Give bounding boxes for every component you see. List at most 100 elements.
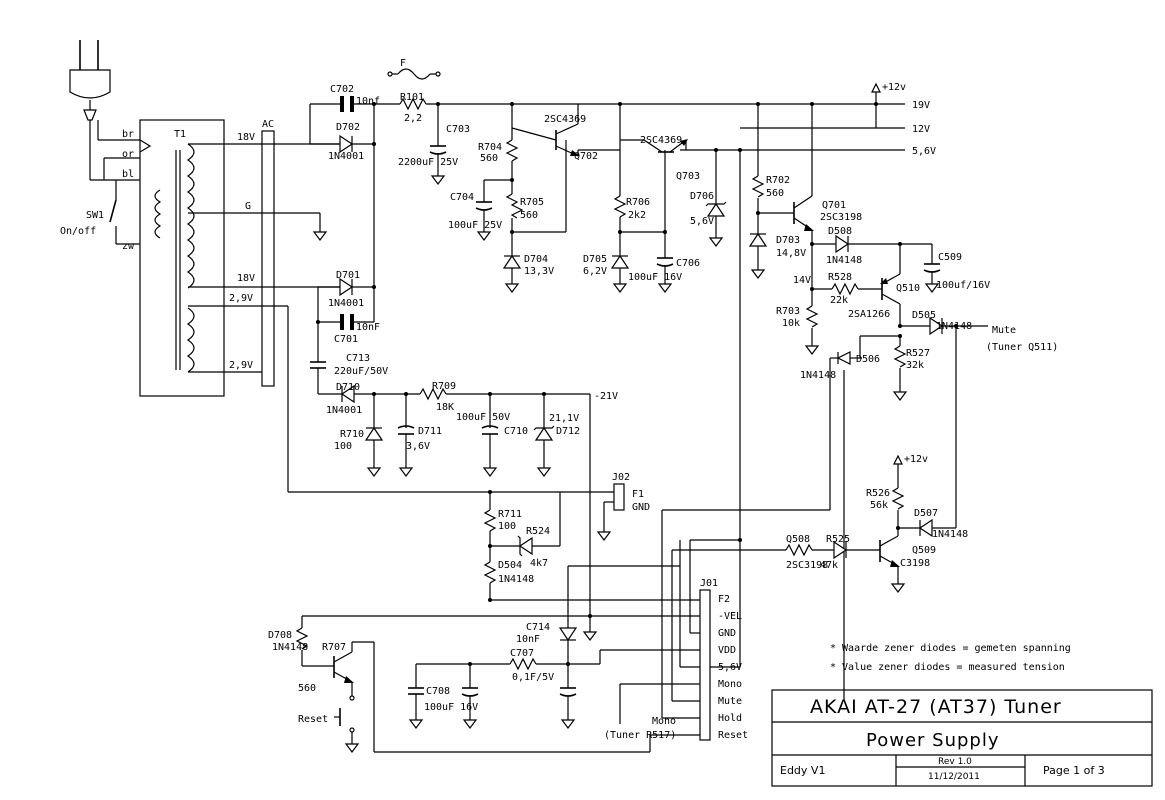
r706-resistor bbox=[613, 195, 627, 218]
r707-resistor bbox=[509, 657, 537, 671]
wire-bl: bl bbox=[122, 169, 134, 180]
c702-ref: C702 bbox=[330, 84, 354, 95]
mono-note: (Tuner R517) bbox=[604, 730, 676, 741]
d709-ref: R710 bbox=[340, 429, 364, 440]
r527-ref: R527 bbox=[906, 348, 930, 359]
c703-ref: C703 bbox=[446, 124, 470, 135]
d703-symbol bbox=[748, 232, 768, 247]
transformer-t1 bbox=[139, 119, 225, 397]
r525-value: 1N4148 bbox=[272, 642, 308, 653]
d704-value: 13,3V bbox=[524, 266, 554, 277]
j02-connector bbox=[613, 483, 625, 511]
d711-ref: R524 bbox=[526, 526, 550, 537]
d711-symbol bbox=[518, 536, 533, 556]
ac-bus bbox=[261, 130, 275, 387]
d506-ref: D506 bbox=[856, 354, 880, 365]
q701-value: 2SC3198 bbox=[820, 212, 862, 223]
note-english: * Value zener diodes = measured tension bbox=[830, 662, 1065, 673]
q702-value: 2SC4369 bbox=[544, 114, 586, 125]
c713-value: 220uF/50V bbox=[334, 366, 388, 377]
power-switch bbox=[109, 199, 117, 244]
fuse bbox=[387, 68, 441, 80]
q508-ref: Q509 bbox=[912, 545, 936, 556]
r709-value: 18K bbox=[436, 402, 454, 413]
r702-ref: R702 bbox=[766, 175, 790, 186]
c710-value: 100uF 50V bbox=[456, 412, 510, 423]
j02-ref: J02 bbox=[612, 472, 630, 483]
c713-ref: C713 bbox=[346, 353, 370, 364]
c704-ref: C704 bbox=[450, 192, 474, 203]
d705-value: 6,2V bbox=[583, 266, 607, 277]
page-number-text: Page 1 of 3 bbox=[1043, 764, 1105, 777]
q703-transistor bbox=[620, 139, 688, 153]
d508-value: 1N4148 bbox=[826, 255, 862, 266]
switch-label: On/off bbox=[60, 226, 96, 237]
tap-18v-bottom: 18V bbox=[237, 273, 255, 284]
author-text: Eddy V1 bbox=[780, 764, 825, 777]
rail-plus12-label: +12v bbox=[882, 82, 906, 93]
j01-pin-f2: F2 bbox=[718, 594, 730, 605]
mains-plug bbox=[69, 40, 111, 180]
d709-symbol bbox=[364, 426, 384, 441]
d709-value: 100 bbox=[334, 441, 352, 452]
r706-ref: R706 bbox=[626, 197, 650, 208]
r710-resistor bbox=[483, 509, 497, 532]
d712-symbol bbox=[534, 426, 554, 441]
r709-ref: R709 bbox=[432, 381, 456, 392]
fuse-ref: F bbox=[400, 58, 406, 69]
transformer-ref: T1 bbox=[174, 129, 186, 140]
d504-symbol bbox=[918, 518, 933, 538]
d706-symbol bbox=[706, 202, 726, 217]
j01-ref: J01 bbox=[700, 578, 718, 589]
r527-resistor bbox=[893, 345, 907, 368]
r101-ref: R101 bbox=[400, 92, 424, 103]
r706-value: 2k2 bbox=[628, 210, 646, 221]
q701-transistor bbox=[793, 104, 814, 300]
title-block: AKAI AT-27 (AT37) Tuner Power Supply Edd… bbox=[771, 689, 1153, 787]
r709-resistor bbox=[419, 387, 447, 401]
rail-19v-label: 19V bbox=[912, 100, 930, 111]
r711-resistor bbox=[483, 561, 497, 584]
mono-label: Mono bbox=[652, 716, 676, 727]
wire-zw: zw bbox=[122, 241, 135, 252]
d507-symbol bbox=[833, 540, 848, 560]
r101-resistor bbox=[399, 97, 427, 111]
d704-ref: D704 bbox=[524, 254, 548, 265]
r707-ref: C707 bbox=[510, 648, 534, 659]
q509-value: 560 bbox=[298, 683, 316, 694]
r528-value: 22k bbox=[830, 295, 848, 306]
d506-symbol bbox=[836, 351, 851, 365]
rail-minus21-label: -21V bbox=[594, 391, 618, 402]
d712-value: 21,1V bbox=[549, 413, 579, 424]
subtitle-text: Power Supply bbox=[866, 730, 999, 751]
c701-ref: C701 bbox=[334, 334, 358, 345]
d505-symbol bbox=[929, 316, 944, 336]
d708-symbol bbox=[558, 627, 578, 642]
c710-ref: C710 bbox=[504, 426, 528, 437]
q702-transistor bbox=[511, 104, 620, 157]
c509-value: 100uf/16V bbox=[936, 280, 990, 291]
r525-resistor bbox=[295, 627, 309, 650]
d710-ref: D710 bbox=[336, 382, 360, 393]
j01-connector bbox=[699, 589, 711, 741]
r527-value: 32k bbox=[906, 360, 924, 371]
r528-ref: R528 bbox=[828, 272, 852, 283]
label-14v: 14V bbox=[793, 275, 811, 286]
c702-plate-b bbox=[350, 96, 354, 112]
r704-value: 560 bbox=[480, 153, 498, 164]
q509-ref: R707 bbox=[322, 642, 346, 653]
d701-symbol bbox=[339, 277, 354, 297]
d711-value: 4k7 bbox=[530, 558, 548, 569]
r704-resistor bbox=[505, 139, 519, 162]
r526-resistor bbox=[785, 543, 813, 557]
j01-pin-gnd: GND bbox=[718, 628, 736, 639]
d703-ref: D703 bbox=[776, 235, 800, 246]
q510-ref: Q510 bbox=[896, 283, 920, 294]
d504-value: 1N4148 bbox=[932, 529, 968, 540]
revision-text: Rev 1.0 bbox=[938, 757, 972, 767]
d703-value: 14,8V bbox=[776, 248, 806, 259]
q508-transistor bbox=[879, 535, 906, 593]
junction-dots bbox=[316, 102, 958, 666]
r101-value: 2,2 bbox=[404, 113, 422, 124]
r705-value: 560 bbox=[520, 210, 538, 221]
